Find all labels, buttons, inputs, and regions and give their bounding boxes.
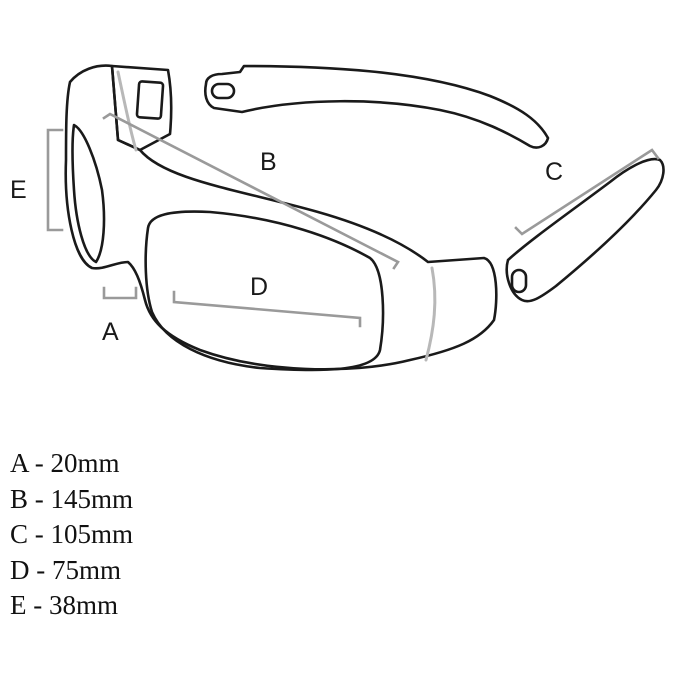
glasses-dimension-diagram: A B C D E xyxy=(10,64,665,372)
dimension-e-line xyxy=(46,128,64,232)
dimension-c-line xyxy=(514,148,660,236)
dimension-a-line xyxy=(102,286,138,300)
dimension-b-line xyxy=(102,112,400,270)
legend-item-c: C - 105mm xyxy=(10,519,134,549)
legend-item-d: D - 75mm xyxy=(10,554,121,585)
bottom-arm-slot xyxy=(510,268,528,294)
bottom-temple-arm xyxy=(505,157,665,303)
label-e: E xyxy=(10,176,27,204)
left-hinge xyxy=(110,64,173,152)
legend-item-e: E - 38mm xyxy=(10,590,118,620)
left-hinge-vent xyxy=(135,80,165,120)
label-a: A xyxy=(102,318,119,346)
legend-item-a: A - 20mm xyxy=(10,448,120,478)
left-seam xyxy=(116,70,138,152)
dimension-legend: A - 20mm B - 145mm C - 105mm D - 75mm E … xyxy=(10,446,133,624)
label-d: D xyxy=(250,273,268,301)
front-lens xyxy=(144,210,385,372)
label-c: C xyxy=(545,158,563,186)
legend-item-b: B - 145mm xyxy=(10,483,134,514)
top-arm-slot xyxy=(210,82,236,100)
frame-outline xyxy=(64,64,498,371)
dimension-d-line xyxy=(172,290,362,328)
top-temple-arm xyxy=(203,64,550,149)
right-seam xyxy=(424,266,437,362)
side-lens xyxy=(71,123,106,264)
label-b: B xyxy=(260,148,277,176)
